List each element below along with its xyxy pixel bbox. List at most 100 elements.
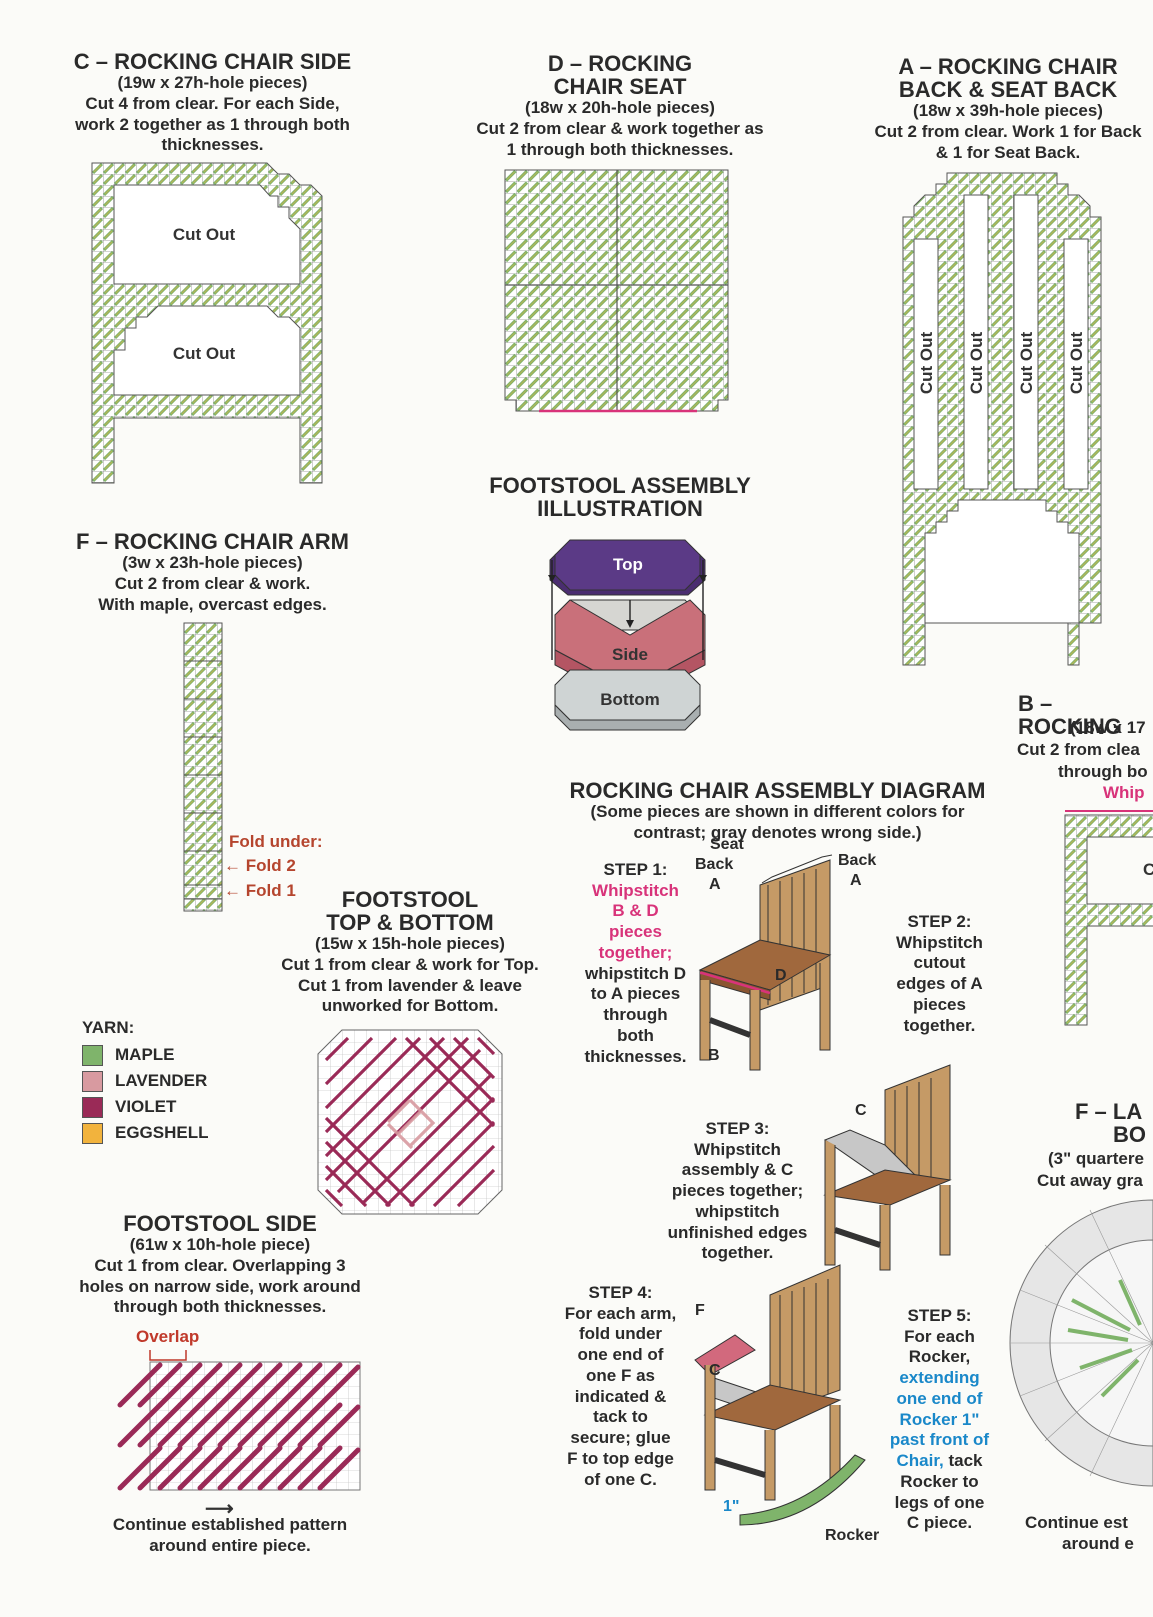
assembly-bottom-label: Bottom bbox=[600, 690, 659, 709]
piece-c-heading: C – ROCKING CHAIR SIDE (19w x 27h-hole p… bbox=[45, 50, 380, 156]
assembly-side-label: Side bbox=[612, 645, 648, 664]
piece-a-cutout bbox=[1063, 238, 1089, 490]
footstool-side-note-line: Continue established pattern bbox=[112, 1515, 348, 1534]
c-label: C bbox=[855, 1102, 867, 1119]
step-3-line: whipstitch bbox=[695, 1201, 780, 1221]
footstool-side-line: through both thicknesses. bbox=[113, 1297, 327, 1317]
overlap-label: Overlap bbox=[136, 1327, 200, 1346]
piece-f-line: Cut 2 from clear & work. bbox=[114, 573, 311, 593]
fold-2-label: ← Fold 2 bbox=[224, 856, 296, 876]
step-3-line: unfinished edges bbox=[667, 1222, 808, 1242]
footstool-assembly-illustration: Top Side Bottom bbox=[548, 539, 707, 731]
step-4-line: F to top edge bbox=[567, 1448, 674, 1468]
piece-c-cut-label: Cut Out bbox=[173, 225, 236, 244]
piece-d-line: 1 through both thicknesses. bbox=[506, 139, 734, 159]
piece-b-title: B – ROCKING bbox=[1018, 691, 1122, 740]
yarn-swatch bbox=[82, 1070, 103, 1092]
step-5-text: STEP 5: For each Rocker, extending one e… bbox=[882, 1306, 997, 1534]
fold-arrow-icon: ← bbox=[224, 856, 246, 875]
piece-fl-note-line: around e bbox=[1062, 1533, 1134, 1553]
d-label: D bbox=[775, 967, 787, 984]
step-1-line: through bbox=[603, 1005, 668, 1025]
footstool-top-line: unworked for Bottom. bbox=[321, 996, 499, 1016]
step-5-title: STEP 5: bbox=[907, 1306, 972, 1325]
step-2-line: pieces bbox=[913, 994, 966, 1014]
piece-b-heading: B – ROCKING bbox=[1018, 692, 1153, 738]
yarn-name: LAVENDER bbox=[115, 1071, 208, 1090]
step-5-line: Rocker to bbox=[900, 1471, 979, 1491]
step-1-highlight: pieces bbox=[609, 922, 662, 942]
footstool-top-line: Cut 1 from lavender & leave bbox=[298, 975, 522, 995]
chair-diagram-title: ROCKING CHAIR ASSEMBLY DIAGRAM bbox=[569, 778, 986, 803]
footstool-side-chart bbox=[117, 1350, 361, 1491]
yarn-name: VIOLET bbox=[115, 1097, 177, 1116]
piece-a-cut-label: Cut Out bbox=[967, 332, 986, 395]
piece-fl-chart bbox=[1009, 1199, 1153, 1487]
footstool-top-heading: FOOTSTOOL TOP & BOTTOM (15w x 15h-hole p… bbox=[265, 888, 555, 1017]
step-3-line: assembly & C bbox=[681, 1160, 794, 1180]
yarn-swatch bbox=[82, 1096, 103, 1118]
chair-diagram-heading: ROCKING CHAIR ASSEMBLY DIAGRAM (Some pie… bbox=[555, 779, 1000, 844]
piece-a-cut-label: Cut Out bbox=[1067, 332, 1086, 395]
step-2-line: together. bbox=[903, 1015, 976, 1035]
step-5-line: legs of one bbox=[894, 1492, 985, 1512]
piece-a-chart: Cut Out Cut Out Cut Out Cut Out bbox=[902, 172, 1102, 666]
piece-c-line: work 2 together as 1 through both bbox=[75, 114, 350, 134]
piece-c-line: (19w x 27h-hole pieces) bbox=[117, 73, 308, 93]
piece-fl-note: Continue est around e bbox=[1025, 1513, 1153, 1554]
step-5-highlight: one end of bbox=[896, 1388, 983, 1408]
fold-1-label: ← Fold 1 bbox=[224, 881, 296, 901]
seat-back-label: Back bbox=[695, 856, 733, 873]
step-5-highlight: extending bbox=[899, 1368, 980, 1388]
piece-a-heading: A – ROCKING CHAIR BACK & SEAT BACK (18w … bbox=[858, 55, 1153, 163]
back-label: Back bbox=[838, 852, 876, 869]
step-1-line: thicknesses. bbox=[584, 1046, 687, 1066]
piece-b-line: through bo bbox=[1058, 762, 1148, 781]
step-2-line: edges of A bbox=[896, 974, 983, 994]
rocker-label: Rocker bbox=[825, 1527, 879, 1544]
piece-f-line: (3w x 23h-hole pieces) bbox=[122, 553, 303, 573]
c-label: C bbox=[709, 1362, 721, 1379]
continue-arrow-icon: ⟶ bbox=[205, 1498, 234, 1520]
piece-c-cutout-top bbox=[113, 184, 301, 285]
piece-d-line: (18w x 20h-hole pieces) bbox=[525, 98, 715, 118]
step-1-line: both bbox=[617, 1025, 654, 1045]
footstool-assembly-title: IILLUSTRATION bbox=[537, 496, 703, 522]
step-3-line: together. bbox=[701, 1243, 774, 1263]
piece-fl-title: BO bbox=[1113, 1122, 1146, 1148]
step-1-highlight: B & D bbox=[612, 901, 659, 921]
step-5-line: For each bbox=[904, 1326, 975, 1346]
chair-step1-drawing: Seat Back A Back A D B bbox=[695, 836, 876, 1071]
step-4-line: of one C. bbox=[584, 1469, 657, 1489]
fold-arrow-icon: ← bbox=[224, 881, 246, 900]
piece-f-line: With maple, overcast edges. bbox=[98, 594, 327, 614]
piece-d-title: CHAIR SEAT bbox=[553, 74, 687, 100]
yarn-legend-row: VIOLET bbox=[82, 1094, 209, 1120]
fold-2-text: Fold 2 bbox=[245, 856, 296, 875]
piece-b-whip-label: Whip bbox=[1103, 783, 1145, 802]
yarn-legend-row: EGGSHELL bbox=[82, 1120, 209, 1146]
piece-fl-title: F – LA bbox=[1075, 1099, 1143, 1124]
footstool-top-title: FOOTSTOOL bbox=[341, 887, 479, 912]
step-1-highlight: Whipstitch bbox=[592, 880, 679, 900]
fold-under-label: Fold under: bbox=[229, 832, 323, 851]
footstool-top-line: (15w x 15h-hole pieces) bbox=[315, 934, 505, 954]
piece-fl-line: Cut away gra bbox=[1037, 1171, 1143, 1190]
step-5-line: Rocker, bbox=[908, 1347, 971, 1367]
piece-f-heading: F – ROCKING CHAIR ARM (3w x 23h-hole pie… bbox=[45, 530, 380, 615]
chair-diagram-line: (Some pieces are shown in different colo… bbox=[590, 802, 965, 822]
assembly-top-label: Top bbox=[613, 555, 643, 574]
step-5-highlight: Rocker 1" bbox=[899, 1409, 980, 1429]
fold-1-text: Fold 1 bbox=[245, 881, 296, 900]
piece-f-title: F – ROCKING CHAIR ARM bbox=[76, 529, 349, 554]
footstool-side-heading: FOOTSTOOL SIDE (61w x 10h-hole piece) Cu… bbox=[65, 1212, 375, 1318]
piece-a-cutout bbox=[1013, 194, 1039, 490]
step-5-highlight: past front of bbox=[889, 1430, 990, 1450]
step-4-text: STEP 4: For each arm, fold under one end… bbox=[558, 1283, 683, 1490]
piece-d-heading: D – ROCKING CHAIR SEAT (18w x 20h-hole p… bbox=[455, 52, 785, 160]
piece-f-chart bbox=[183, 622, 223, 912]
piece-a-line: (18w x 39h-hole pieces) bbox=[913, 101, 1103, 121]
seat-back-label: Seat bbox=[710, 836, 744, 853]
piece-c-line: Cut 4 from clear. For each Side, bbox=[85, 93, 340, 113]
